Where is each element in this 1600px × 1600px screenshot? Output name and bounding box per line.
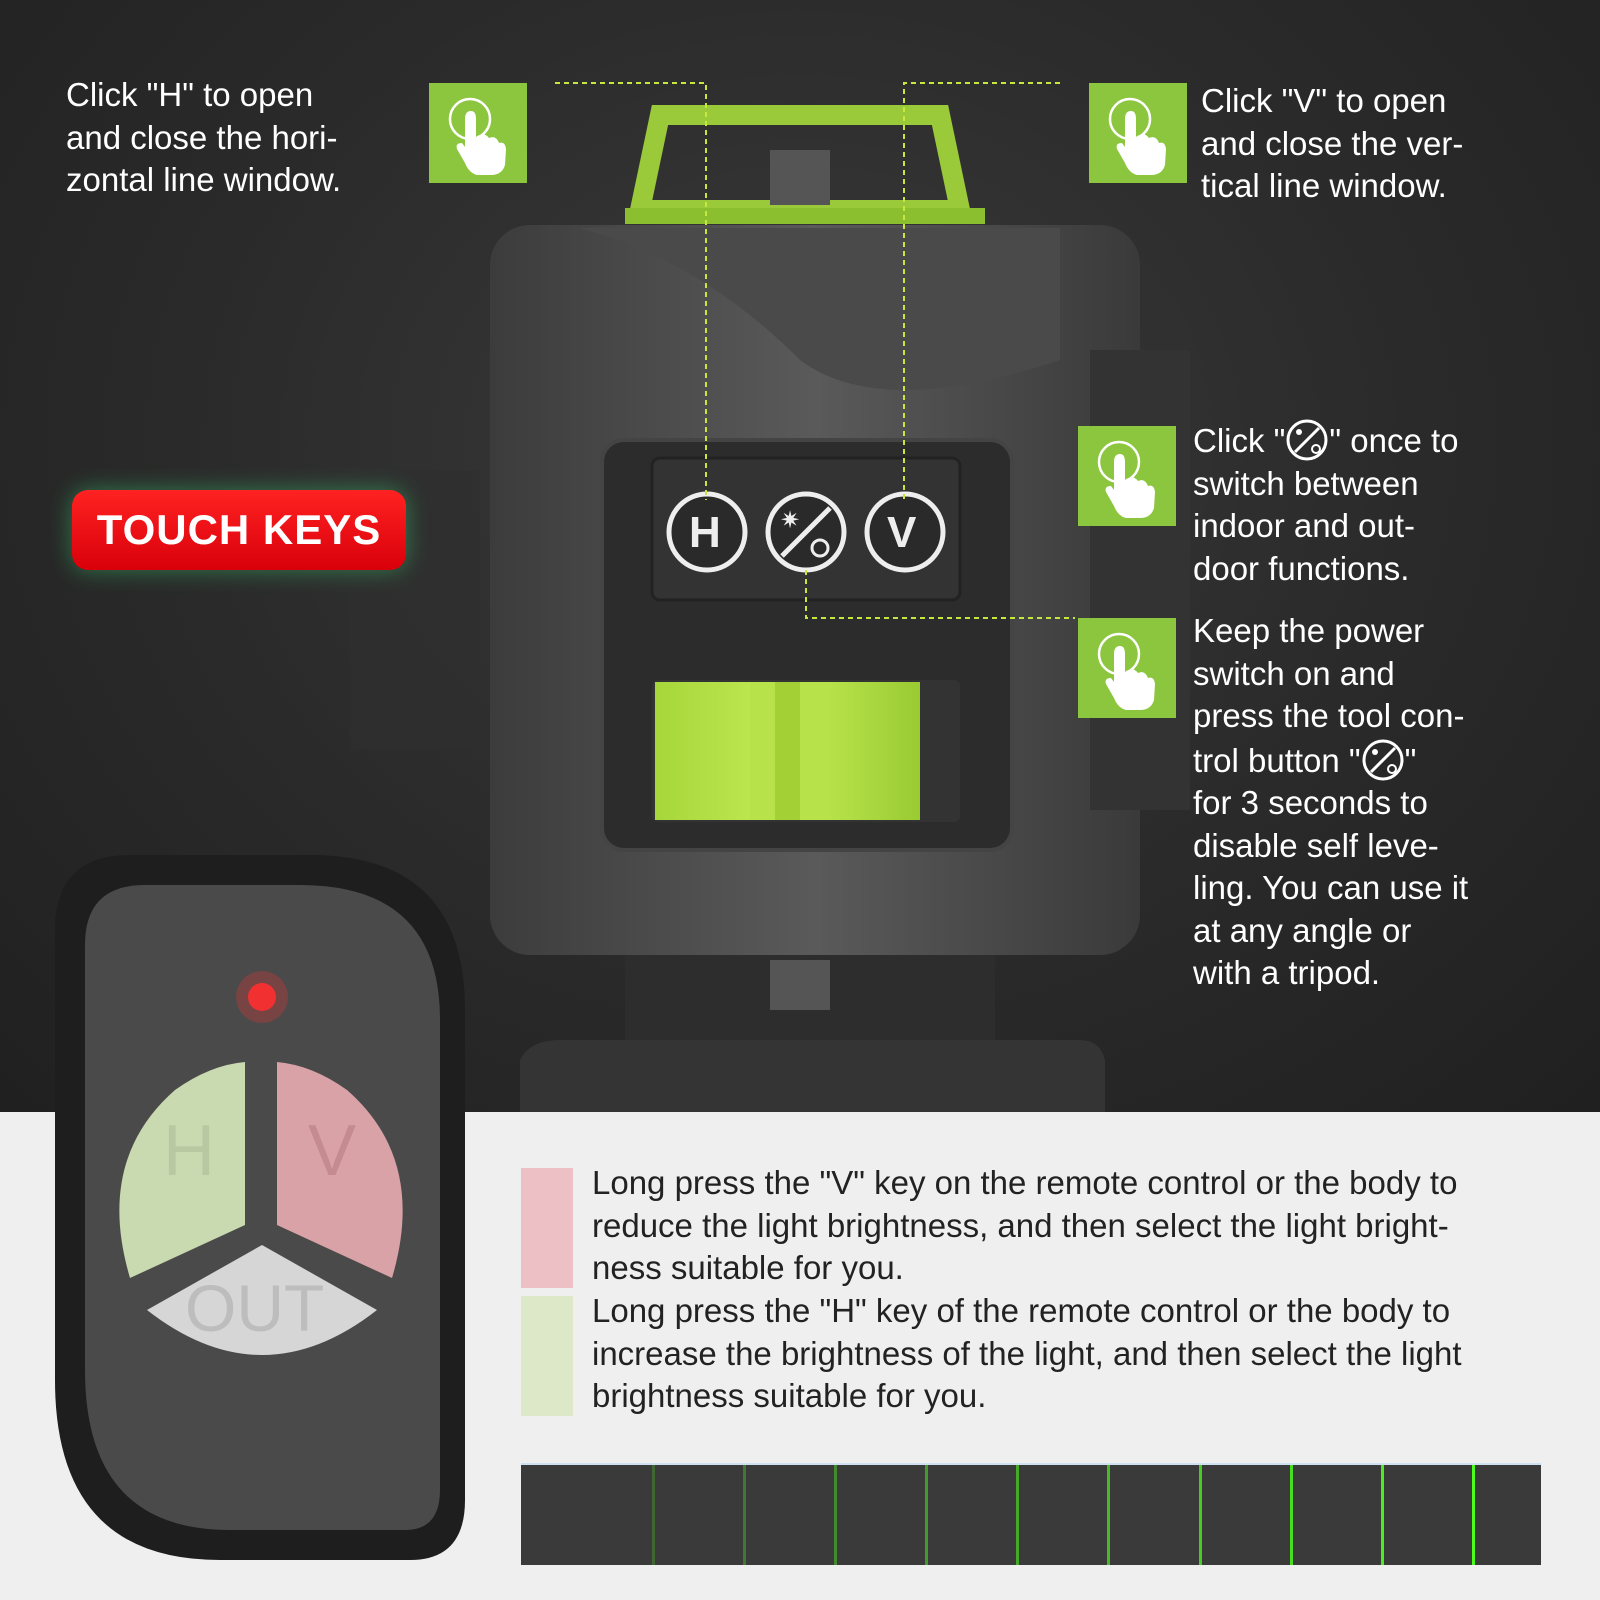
callout-line: ling. You can use it <box>1193 869 1469 906</box>
description-line: Long press the "H" key of the remote con… <box>592 1292 1451 1329</box>
touch-keys-badge: TOUCH KEYS <box>72 490 406 570</box>
callout-line: Keep the power <box>1193 612 1425 649</box>
remote-v-button[interactable]: V <box>308 1111 357 1191</box>
remote-control <box>55 855 465 1560</box>
callout-power-key: Keep the power switch on and press the t… <box>1193 610 1468 995</box>
brightness-levels-strip <box>521 1463 1541 1565</box>
text: " <box>1404 741 1417 779</box>
remote-out-button[interactable]: OUT <box>185 1271 325 1345</box>
description-line: brightness suitable for you. <box>592 1377 987 1414</box>
callout-line: Click "V" to open <box>1201 82 1447 119</box>
description-v: Long press the "V" key on the remote con… <box>592 1162 1457 1290</box>
callout-line: Click "H" to open <box>66 76 314 113</box>
callout-line: disable self leve- <box>1193 826 1439 864</box>
laser-line-level-2 <box>743 1465 747 1565</box>
callout-line: and close the ver- <box>1201 124 1464 162</box>
device-h-key[interactable]: H <box>689 508 721 557</box>
callout-line: for 3 seconds to <box>1193 784 1428 821</box>
description-line: Long press the "V" key on the remote con… <box>592 1164 1458 1201</box>
callout-line: tical line window. <box>1201 167 1447 204</box>
device-v-key[interactable]: V <box>887 508 917 557</box>
callout-line: at any angle or <box>1193 911 1412 949</box>
text: " once to <box>1329 422 1459 459</box>
text: Click " <box>1193 422 1286 459</box>
callout-line: Click " " once to <box>1193 418 1459 463</box>
laser-line-level-8 <box>1289 1465 1293 1565</box>
callout-line: trol button " " <box>1193 738 1468 783</box>
callout-h-key: Click "H" to open and close the hori- zo… <box>66 74 341 202</box>
remote-h-button[interactable]: H <box>163 1111 215 1191</box>
callout-line: zontal line window. <box>66 161 342 198</box>
touch-hand-icon <box>1089 83 1187 183</box>
laser-level-device: ✷ <box>350 82 1190 1112</box>
laser-line-level-9 <box>1380 1465 1384 1565</box>
press-hold-hand-icon <box>1078 618 1176 718</box>
callout-line: indoor and out- <box>1193 507 1415 544</box>
callout-line: with a tripod. <box>1193 954 1381 991</box>
callout-line: switch between <box>1193 464 1419 502</box>
callout-line: press the tool con- <box>1193 697 1465 734</box>
v-swatch <box>521 1168 573 1288</box>
laser-line-level-1 <box>652 1465 656 1565</box>
svg-text:✷: ✷ <box>780 507 800 534</box>
description-line: reduce the light brightness, and then se… <box>592 1206 1449 1244</box>
laser-line-level-7 <box>1198 1465 1202 1565</box>
laser-line-level-10 <box>1471 1465 1475 1565</box>
touch-hand-icon <box>1078 426 1176 526</box>
callout-line: door functions. <box>1193 549 1410 587</box>
description-line: ness suitable for you. <box>592 1249 904 1286</box>
description-line: increase the brightness of the light, an… <box>592 1334 1462 1372</box>
callout-mode-key: Click " " once to switch between indoor a… <box>1193 418 1459 590</box>
callout-v-key: Click "V" to open and close the ver- tic… <box>1201 80 1463 208</box>
mode-power-icon <box>1286 419 1328 461</box>
callout-line: switch on and <box>1193 654 1395 692</box>
laser-line-level-4 <box>925 1465 929 1565</box>
laser-line-level-5 <box>1016 1465 1020 1565</box>
text: trol button " <box>1193 741 1361 779</box>
touch-hand-icon <box>429 83 527 183</box>
laser-line-level-3 <box>834 1465 838 1565</box>
mode-power-icon <box>1362 739 1404 780</box>
h-swatch <box>521 1296 573 1416</box>
callout-line: and close the hori- <box>66 118 338 156</box>
description-h: Long press the "H" key of the remote con… <box>592 1290 1462 1418</box>
laser-line-level-6 <box>1107 1465 1111 1565</box>
